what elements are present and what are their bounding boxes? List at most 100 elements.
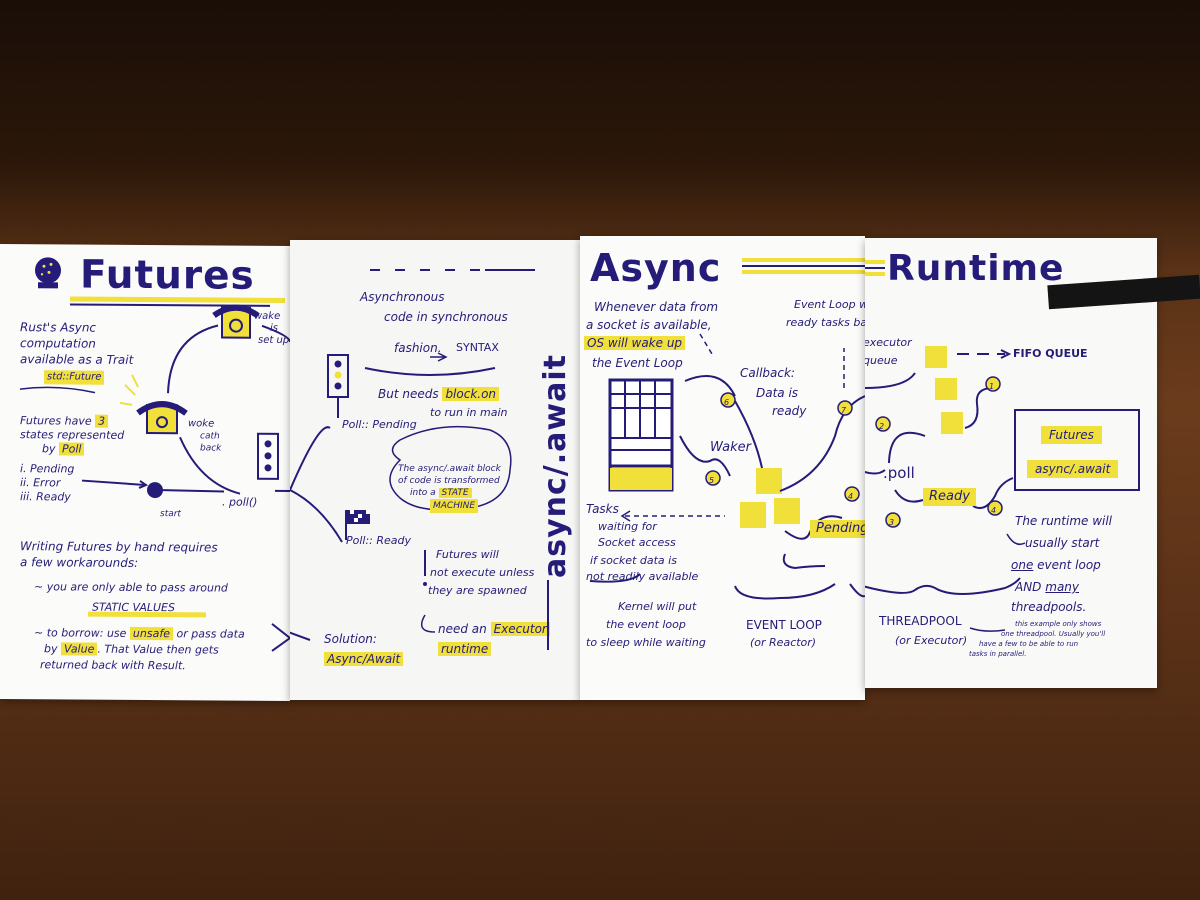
crystal-ball-icon — [35, 257, 61, 289]
block-on-line: But needs block.on — [378, 387, 500, 401]
runtime-title: Runtime — [887, 248, 1065, 289]
syntax-label: SYNTAX — [456, 341, 499, 354]
task-square — [774, 498, 800, 524]
runtime-line: one event loop — [1011, 558, 1101, 572]
task-square — [740, 502, 766, 528]
spine-rule — [547, 580, 549, 650]
kernel-line: the event loop — [606, 618, 686, 631]
note-line: tasks in parallel. — [969, 650, 1027, 658]
intro-line: Rust's Async — [20, 320, 97, 335]
poll-pending-label: Poll:: Pending — [342, 418, 417, 431]
executor-line: need an Executor — [438, 622, 550, 636]
async-line: fashion. — [394, 341, 442, 355]
event-loop-panel: Async Whenever data from a socket is ava… — [580, 236, 865, 700]
state-machine-line: The async/.await block — [398, 464, 501, 474]
traffic-light-icon — [257, 432, 279, 480]
futures-box: Futures — [1041, 426, 1102, 444]
workaround-line: ~ you are only able to pass around — [34, 580, 228, 595]
callback-line: ready — [772, 404, 807, 418]
os-line: Whenever data from — [594, 300, 719, 314]
waker-label: Waker — [710, 440, 751, 455]
event-loop-drawings — [589, 258, 865, 600]
states-line: by Poll — [42, 442, 85, 456]
threadpool-label: THREADPOOL — [879, 614, 962, 628]
step-badge: 6 — [724, 398, 730, 407]
traffic-light-icon — [327, 354, 349, 418]
state-pending: i. Pending — [20, 462, 75, 476]
runtime-line: AND many — [1015, 580, 1080, 594]
intro-line: computation — [20, 336, 96, 351]
push-line: queue — [865, 354, 898, 367]
state-ready: iii. Ready — [20, 490, 71, 504]
queue-item — [941, 412, 963, 434]
ringing-telephone-icon — [119, 374, 188, 435]
server-icon — [608, 378, 674, 492]
tasks-line: waiting for — [598, 520, 657, 533]
async-await-panel: Asynchronous code in synchronous fashion… — [290, 240, 580, 700]
step-badge: 7 — [841, 406, 847, 415]
futures-drawings — [19, 257, 290, 652]
tasks-line: Socket access — [598, 536, 676, 549]
runtime-line: usually start — [1025, 536, 1100, 550]
poll-call-label: . poll() — [222, 495, 258, 509]
step-badge: 4 — [991, 506, 997, 515]
block-on-line: to run in main — [430, 406, 508, 419]
event-loop-sub-label: (or Reactor) — [750, 636, 817, 649]
title-underline — [70, 296, 285, 303]
note-line: this example only shows — [1015, 620, 1102, 628]
os-line: a socket is available, — [586, 318, 712, 332]
task-square — [756, 468, 782, 494]
note-line: one threadpool. Usually you'll — [1001, 630, 1106, 638]
step-badge: 5 — [709, 476, 715, 485]
start-label: start — [160, 509, 181, 520]
async-await-drawings — [290, 269, 535, 641]
push-line: Event Loop will push — [794, 298, 865, 311]
static-values-label: STATIC VALUES — [92, 600, 175, 615]
future-box-outline — [1014, 409, 1140, 491]
callback-line: Data is — [756, 386, 799, 400]
workaround-line: returned back with Result. — [40, 658, 186, 673]
tasks-line: if socket data is — [590, 554, 677, 567]
states-line: Futures have 3 — [20, 414, 109, 429]
writing-line: Writing Futures by hand requires — [20, 539, 218, 555]
poll-ready-label: Poll:: Ready — [346, 534, 412, 547]
spawn-line: not execute unless — [430, 566, 535, 579]
futures-panel: Futures Rust's Async computation availab… — [0, 243, 290, 702]
spawn-line: they are spawned — [428, 584, 527, 597]
futures-title: Futures — [80, 252, 255, 299]
states-line: states represented — [20, 428, 125, 442]
start-dot — [147, 482, 163, 499]
solution-label: Solution: — [324, 632, 377, 646]
runtime-line: The runtime will — [1015, 514, 1113, 528]
threadpool-sub-label: (or Executor) — [895, 634, 968, 647]
step-badge: 3 — [889, 518, 895, 527]
solution-value: Async/Await — [324, 652, 404, 666]
spawn-line: Futures will — [436, 548, 499, 561]
kernel-line: to sleep while waiting — [586, 636, 706, 649]
threadpool-drawings — [865, 260, 1140, 632]
fifo-queue-label: FIFO QUEUE — [1013, 347, 1088, 360]
runtime-line: threadpools. — [1011, 600, 1087, 614]
checkered-flag-icon — [345, 510, 370, 540]
event-loop-label: EVENT LOOP — [746, 618, 822, 632]
step-badge: 4 — [848, 492, 854, 501]
queue-item — [935, 378, 957, 400]
async-title: Async — [590, 246, 722, 290]
poll-label: .poll — [883, 464, 915, 482]
push-line: executor — [865, 336, 912, 349]
tasks-line: Tasks — [586, 502, 619, 516]
pending-label: Pending — [810, 520, 865, 538]
callback-line: Callback: — [740, 366, 795, 380]
ready-label: Ready — [923, 488, 976, 506]
kernel-line: Kernel will put — [618, 600, 697, 613]
queue-item — [925, 346, 947, 368]
async-line: Asynchronous — [360, 290, 445, 304]
trait-name: std::Future — [44, 370, 105, 385]
state-error: ii. Error — [20, 476, 61, 490]
state-machine-line: of code is transformed — [398, 476, 500, 486]
os-line: the Event Loop — [592, 356, 683, 370]
async-line: code in synchronous — [384, 310, 508, 324]
writing-line: a few workarounds: — [20, 555, 139, 570]
os-wake-label: OS will wake up — [584, 336, 686, 350]
workaround-line: ~ to borrow: use unsafe or pass data — [34, 626, 245, 641]
